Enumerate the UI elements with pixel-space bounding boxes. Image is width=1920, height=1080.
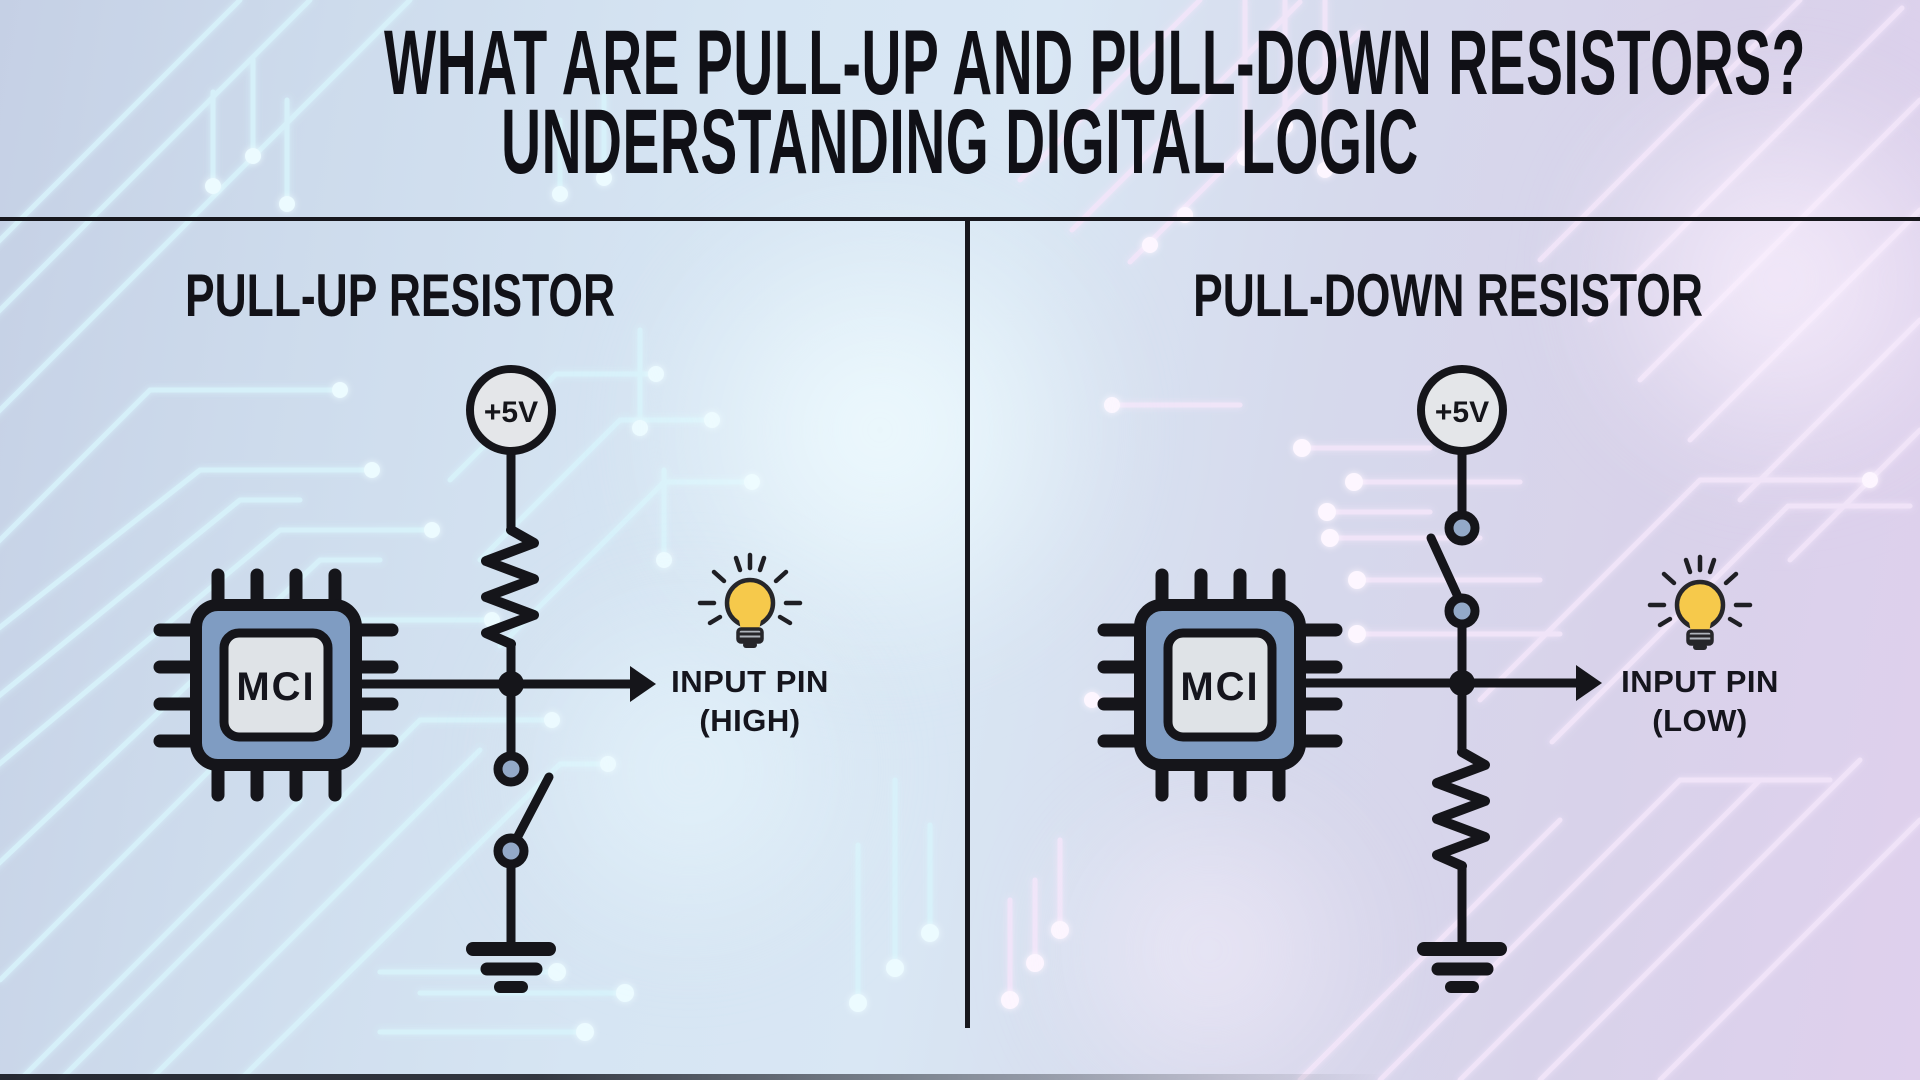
input-pin-state: (HIGH) xyxy=(699,703,801,738)
power-source-label: +5V xyxy=(484,396,538,429)
ground-icon xyxy=(466,942,556,993)
switch-contact-bottom xyxy=(1444,593,1480,629)
chip-label: MCI xyxy=(1180,665,1259,709)
lightbulb-icon xyxy=(700,555,800,648)
input-pin-state: (LOW) xyxy=(1652,703,1748,738)
switch-contact-bottom xyxy=(493,833,529,869)
pulldown-circuit: +5V MCI xyxy=(1104,365,1750,993)
power-source-node xyxy=(1417,365,1507,455)
title-separator xyxy=(0,217,1920,221)
resistor-icon xyxy=(481,525,539,649)
input-pin-text: INPUT PIN xyxy=(1621,664,1779,699)
switch-lever xyxy=(1426,533,1464,604)
arrow-icon xyxy=(630,666,656,702)
input-pin-text: INPUT PIN xyxy=(671,664,829,699)
right-panel-heading: PULL-DOWN RESISTOR xyxy=(1193,262,1703,329)
page-title: WHAT ARE PULL-UP AND PULL-DOWN RESISTORS… xyxy=(0,17,1920,193)
left-output-label: INPUT PIN (HIGH) xyxy=(640,662,860,740)
lightbulb-icon xyxy=(1650,557,1750,650)
left-panel-heading: PULL-UP RESISTOR xyxy=(184,262,616,329)
arrow-icon xyxy=(1576,665,1602,701)
ground-icon xyxy=(1417,942,1507,993)
bottom-edge-shadow xyxy=(0,1074,1920,1080)
power-source-label: +5V xyxy=(1435,396,1489,429)
panel-divider xyxy=(965,221,970,1028)
power-source-node xyxy=(466,365,556,455)
junction-node xyxy=(498,671,524,697)
junction-node xyxy=(1449,670,1475,696)
switch-contact-top xyxy=(493,751,529,787)
switch-contact-top xyxy=(1444,510,1480,546)
switch-lever xyxy=(512,772,554,843)
right-output-label: INPUT PIN (LOW) xyxy=(1590,662,1810,740)
pullup-circuit: +5V MCI xyxy=(160,365,800,993)
title-line-2: UNDERSTANDING DIGITAL LOGIC xyxy=(501,91,1419,193)
chip-label: MCI xyxy=(236,665,315,709)
resistor-icon xyxy=(1432,747,1490,871)
